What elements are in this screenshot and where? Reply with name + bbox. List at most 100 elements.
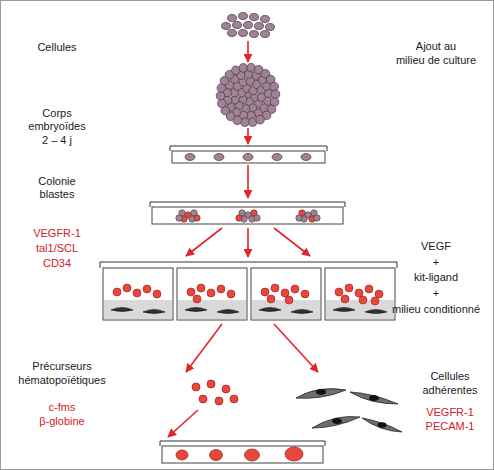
cell [133,289,141,297]
hematopoietic-colonies [176,447,303,461]
culture-well [103,268,173,320]
well-floor [104,300,172,319]
adherent-cells [296,389,402,432]
cell [271,284,279,292]
cell [250,31,259,38]
medium-label: milieu de culture [396,53,476,67]
cell [207,289,215,297]
cell [113,288,121,296]
stage-label: embryoïdes [28,119,85,133]
well-outline [177,268,247,320]
well-floor [178,300,246,319]
embryoid-body-small [185,154,195,161]
cell [281,289,289,297]
stage-label: Précurseurs [32,359,91,373]
cell [247,63,256,72]
cell [296,215,302,221]
factor-label: VEGF [421,239,451,253]
cell [153,290,161,298]
flow-arrow [247,228,249,257]
stage-label: Colonie [38,174,75,188]
spindle-cell [111,308,133,312]
cell [236,215,242,221]
cell [335,288,343,296]
marker-label: VEGFR-1 [33,226,81,240]
dish-bracket [170,146,327,151]
cell [371,297,379,305]
plus-sign: + [433,255,439,269]
cell [365,285,373,293]
cell [270,82,279,91]
cell [261,16,270,23]
spindle-cell [217,310,239,314]
culture-well [251,268,321,320]
well-outline [103,268,173,320]
flow-arrow [168,410,198,437]
nucleus [332,418,342,424]
cell [314,215,320,221]
cell [187,288,195,296]
cell [222,385,230,393]
culture-well [325,268,395,320]
cell [254,215,260,221]
nucleus [316,389,326,395]
duration-label: 2 – 4 j [42,133,72,147]
colony [210,450,223,461]
cell [176,215,182,221]
cell [227,290,235,298]
spindle-cell [296,389,346,399]
cell [197,284,205,292]
cell-cluster [222,13,275,38]
flow-arrow [274,228,310,256]
cell [301,290,309,298]
dish-bracket [150,202,345,207]
embryoid-body-small [301,154,311,161]
cell [216,91,225,100]
marker-label: β-globine [39,414,84,428]
culture-dish [162,446,323,463]
spindle-cell [362,418,402,432]
nucleus [378,422,387,428]
cell [123,284,131,292]
flow-arrow [186,228,222,256]
cell [228,30,237,37]
cell [218,99,227,108]
plate-bracket [100,262,397,268]
culture-wells [103,268,395,320]
cell [355,289,363,297]
cell [239,30,248,37]
factor-label: kit-ligand [414,270,458,284]
colony [176,450,188,460]
cell [222,23,231,30]
embryoid-body-small [214,154,224,161]
cell [341,295,349,303]
cell [192,383,200,391]
culture-well [177,268,247,320]
nucleus [369,395,379,401]
spindle-cell [185,308,207,312]
cell [215,397,223,405]
flow-arrow [247,128,249,144]
marker-label: tal1/SCL [36,241,78,255]
cell [228,15,237,22]
stage-label: Corps [42,106,71,120]
marker-label: VEGFR-1 [426,405,474,419]
cell [239,64,248,73]
cell [230,395,238,403]
factor-label: milieu conditionné [392,302,480,316]
cell [359,296,367,304]
well-outline [325,268,395,320]
flow-arrow [247,41,249,62]
culture-dish [152,207,343,224]
spindle-cell [350,392,398,404]
embryoid-body [216,63,280,126]
cell [291,285,299,293]
embryoid-body-small [272,154,282,161]
cell [271,90,280,99]
cell [261,31,270,38]
cell [194,215,200,221]
cell [199,395,207,403]
flow-arrow [247,165,249,198]
